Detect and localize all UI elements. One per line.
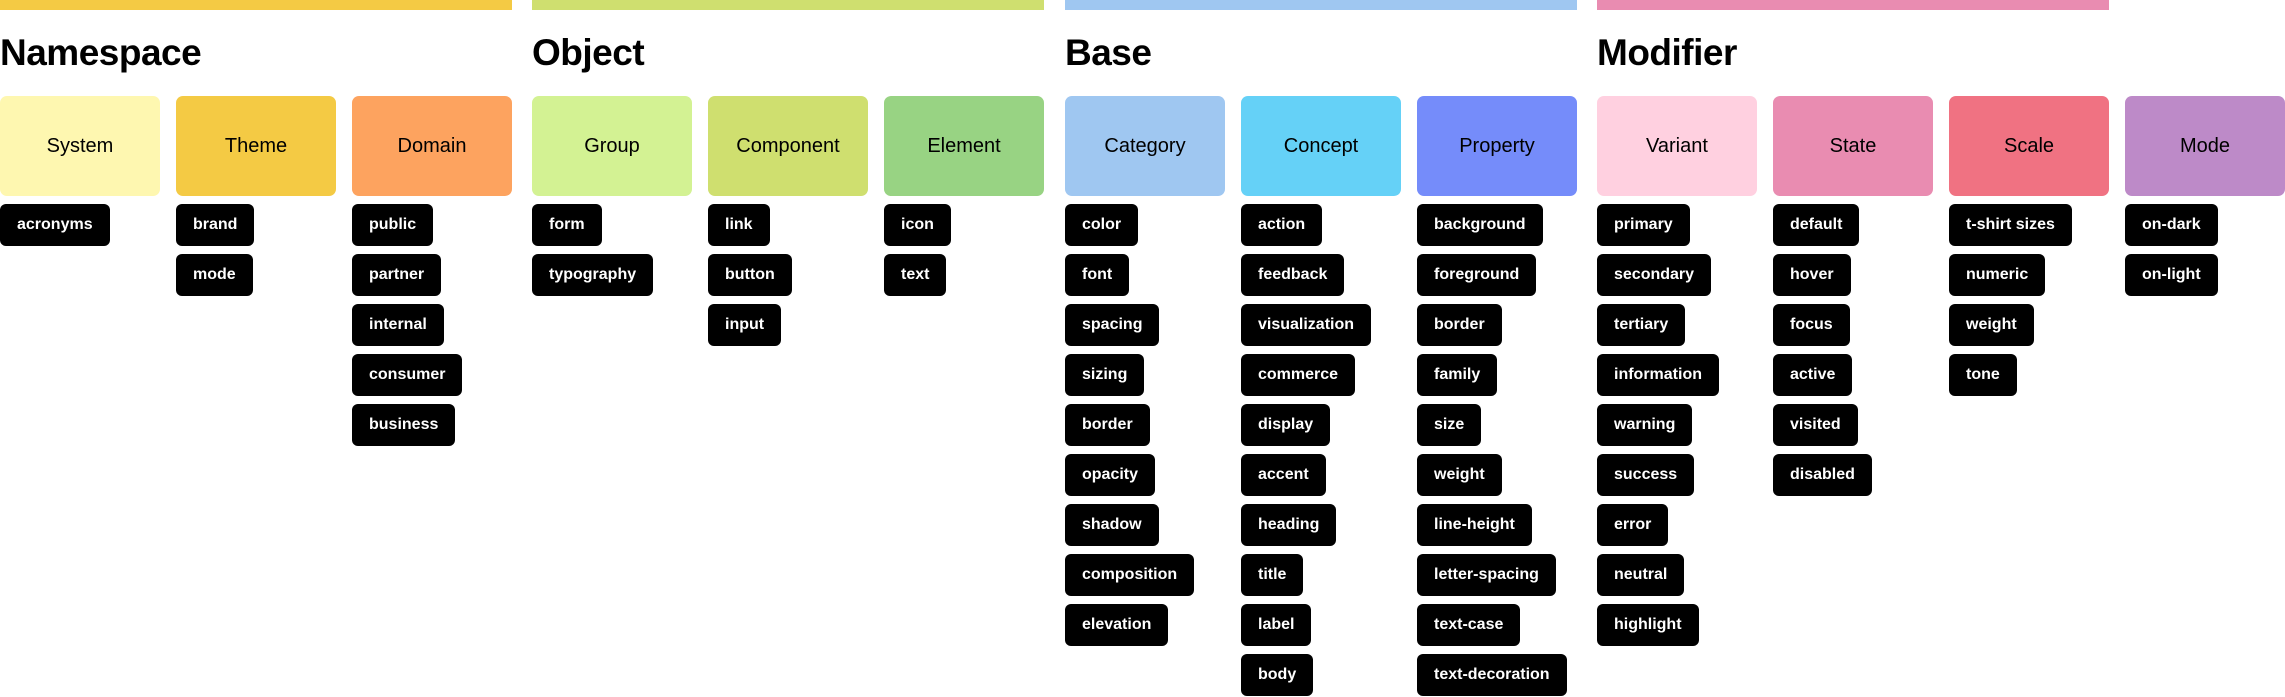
column: Variant primary secondary tertiary informati…	[1597, 96, 1757, 646]
tag-chip: font	[1065, 254, 1130, 296]
tag-chip: input	[708, 304, 782, 346]
group-color-bar	[1597, 0, 2109, 10]
tag-chip: text-case	[1417, 604, 1521, 646]
tag-chip: information	[1597, 354, 1719, 396]
tag-chip: form	[532, 204, 602, 246]
tag-chip: default	[1773, 204, 1860, 246]
tag-chip: hover	[1773, 254, 1851, 296]
column: Group form typography	[532, 96, 692, 296]
tag-chip: brand	[176, 204, 255, 246]
group-title: Modifier	[1597, 32, 1737, 73]
tag-chip: active	[1773, 354, 1853, 396]
tag-chip: body	[1241, 654, 1314, 696]
tag-chip: visualization	[1241, 304, 1372, 346]
column: Component link button input	[708, 96, 868, 346]
tag-chip: background	[1417, 204, 1543, 246]
tag-chip: feedback	[1241, 254, 1345, 296]
column-header-card: Property	[1417, 96, 1577, 196]
column-header-card: Group	[532, 96, 692, 196]
column: Theme brand mode	[176, 96, 336, 296]
tag-chip: weight	[1417, 454, 1502, 496]
tag-chip: heading	[1241, 504, 1337, 546]
tag-chip: warning	[1597, 404, 1693, 446]
tag-chip: acronyms	[0, 204, 110, 246]
column-header-card: Element	[884, 96, 1044, 196]
tag-chip: size	[1417, 404, 1482, 446]
tag-chip: action	[1241, 204, 1323, 246]
tag-chip: secondary	[1597, 254, 1712, 296]
tag-chip: opacity	[1065, 454, 1156, 496]
column: Mode on-dark on-light	[2125, 96, 2285, 296]
tag-chip: mode	[176, 254, 253, 296]
tag-chip: elevation	[1065, 604, 1169, 646]
tag-chip: button	[708, 254, 792, 296]
tag-chip: text	[884, 254, 947, 296]
tag-chip: weight	[1949, 304, 2034, 346]
tag-chip: letter-spacing	[1417, 554, 1556, 596]
group-color-bar	[1065, 0, 1577, 10]
tag-chip: spacing	[1065, 304, 1160, 346]
tag-chip: on-dark	[2125, 204, 2218, 246]
group-title: Object	[532, 32, 645, 73]
tag-chip: border	[1065, 404, 1150, 446]
column-header-card: Concept	[1241, 96, 1401, 196]
tag-chip: highlight	[1597, 604, 1699, 646]
column: State default hover focus active visited disab…	[1773, 96, 1933, 496]
column-header-card: Variant	[1597, 96, 1757, 196]
column-header-card: State	[1773, 96, 1933, 196]
tag-chip: typography	[532, 254, 654, 296]
tag-chip: neutral	[1597, 554, 1685, 596]
tag-chip: t-shirt sizes	[1949, 204, 2072, 246]
tag-chip: error	[1597, 504, 1669, 546]
tag-chip: on-light	[2125, 254, 2218, 296]
tag-chip: border	[1417, 304, 1502, 346]
column: System acronyms	[0, 96, 160, 246]
column-header-card: System	[0, 96, 160, 196]
column: Concept action feedback visualization commer…	[1241, 96, 1401, 696]
group-color-bar	[532, 0, 1044, 10]
column-header-card: Mode	[2125, 96, 2285, 196]
tag-chip: consumer	[352, 354, 463, 396]
tag-chip: color	[1065, 204, 1139, 246]
tag-chip: composition	[1065, 554, 1195, 596]
column-header-card: Component	[708, 96, 868, 196]
tag-chip: tone	[1949, 354, 2017, 396]
column: Category color font spacing sizing border opac…	[1065, 96, 1225, 646]
column: Scale t-shirt sizes numeric weight tone	[1949, 96, 2109, 396]
column-header-card: Theme	[176, 96, 336, 196]
group-title: Base	[1065, 32, 1152, 73]
column: Property background foreground border family…	[1417, 96, 1577, 696]
tag-chip: disabled	[1773, 454, 1872, 496]
group-color-bar	[0, 0, 512, 10]
tag-chip: family	[1417, 354, 1498, 396]
tag-chip: text-decoration	[1417, 654, 1567, 696]
tag-chip: title	[1241, 554, 1304, 596]
column-header-card: Domain	[352, 96, 512, 196]
tag-chip: shadow	[1065, 504, 1159, 546]
column-header-card: Category	[1065, 96, 1225, 196]
tag-chip: partner	[352, 254, 442, 296]
tag-chip: tertiary	[1597, 304, 1686, 346]
tag-chip: business	[352, 404, 456, 446]
column: Domain public partner internal consumer busin…	[352, 96, 512, 446]
tag-chip: link	[708, 204, 770, 246]
tag-chip: commerce	[1241, 354, 1356, 396]
tag-chip: primary	[1597, 204, 1690, 246]
column-header-card: Scale	[1949, 96, 2109, 196]
tag-chip: internal	[352, 304, 444, 346]
tag-chip: success	[1597, 454, 1695, 496]
tag-chip: numeric	[1949, 254, 2046, 296]
tag-chip: foreground	[1417, 254, 1537, 296]
tag-chip: focus	[1773, 304, 1850, 346]
tag-chip: line-height	[1417, 504, 1532, 546]
tag-chip: visited	[1773, 404, 1858, 446]
tag-chip: sizing	[1065, 354, 1145, 396]
tag-chip: display	[1241, 404, 1331, 446]
tag-chip: label	[1241, 604, 1312, 646]
tag-chip: accent	[1241, 454, 1326, 496]
tag-chip: public	[352, 204, 434, 246]
tag-chip: icon	[884, 204, 951, 246]
group-title: Namespace	[0, 32, 202, 73]
column: Element icon text	[884, 96, 1044, 296]
